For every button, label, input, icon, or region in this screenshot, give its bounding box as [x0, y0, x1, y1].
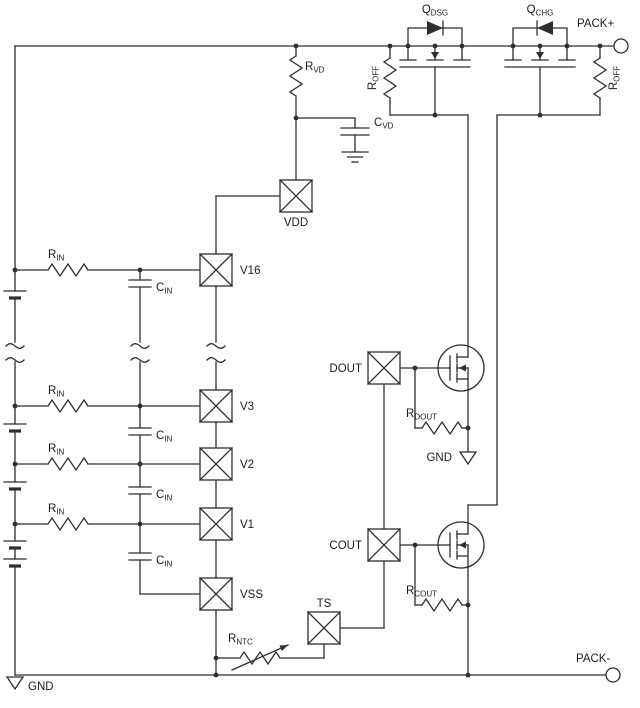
capacitor-c-vd: CVD	[340, 117, 394, 163]
resistor-r-in-1: RIN	[47, 249, 89, 278]
pin-label-ts: TS	[317, 598, 332, 610]
resistor-r-dout: RDOUT	[406, 408, 463, 436]
pin-vss: VSS	[199, 577, 263, 611]
mosfet-cout-driver	[437, 521, 485, 569]
capacitor-c-in-3: CIN	[128, 486, 173, 503]
junction-dots	[12, 43, 603, 678]
resistor-r-cout: RCOUT	[406, 585, 463, 613]
wire-break-icon	[130, 343, 150, 363]
pin-v16: V16	[199, 253, 260, 287]
ntc-arrow-icon	[279, 645, 288, 651]
resistor-r-off-dsg: ROFF	[367, 57, 398, 99]
body-arrow-icon	[459, 541, 466, 549]
r-vd-label: RVD	[305, 61, 325, 75]
r-off-label: ROFF	[608, 66, 622, 90]
resistor-r-in-3: RIN	[47, 443, 89, 472]
pin-dout: DOUT	[329, 351, 401, 385]
mosfet-q-chg: QCHG	[504, 4, 576, 116]
gnd-label: GND	[28, 681, 54, 693]
pin-v1: V1	[199, 507, 254, 541]
body-diode-icon	[407, 20, 463, 47]
capacitor-c-in-2: CIN	[128, 427, 173, 444]
pin-label-v2: V2	[240, 459, 254, 471]
pin-label-v16: V16	[240, 265, 260, 277]
pack-minus-label: PACK-	[576, 653, 610, 665]
r-cout-label: RCOUT	[406, 585, 437, 599]
system-ground: GND	[5, 676, 54, 693]
body-arrow-icon	[459, 364, 466, 372]
c-vd-label: CVD	[374, 117, 394, 131]
r-in-label: RIN	[48, 385, 65, 399]
battery-cell	[3, 540, 27, 550]
battery-cell	[3, 481, 27, 491]
ground-triangle-icon	[458, 451, 478, 466]
pin-v3: V3	[199, 389, 254, 423]
battery-stack	[3, 290, 27, 568]
terminal-circle	[605, 667, 621, 683]
pack-plus-label: PACK+	[577, 18, 614, 30]
r-off-label: ROFF	[367, 66, 381, 90]
capacitor-c-in-1: CIN	[128, 279, 173, 296]
pin-label-v3: V3	[240, 401, 254, 413]
wires	[14, 45, 615, 676]
body-arrow-icon	[431, 52, 439, 59]
r-in-label: RIN	[48, 503, 65, 517]
q-dsg-label: QDSG	[422, 4, 448, 18]
pin-label-vss: VSS	[240, 589, 263, 601]
resistor-r-off-chg: ROFF	[592, 57, 622, 99]
c-in-label: CIN	[156, 489, 173, 503]
gnd-label: GND	[426, 452, 452, 464]
earth-ground-icon	[341, 151, 369, 163]
body-arrow-icon	[536, 52, 544, 59]
battery-cell	[3, 558, 27, 568]
r-dout-label: RDOUT	[406, 408, 437, 422]
r-ntc-label: RNTC	[228, 633, 253, 647]
pack-minus-terminal: PACK-	[576, 653, 621, 683]
pin-label-v1: V1	[240, 519, 254, 531]
wire-break-marks	[5, 343, 226, 363]
pack-plus-terminal: PACK+	[577, 18, 629, 54]
pin-ts: TS	[307, 598, 341, 645]
q-chg-label: QCHG	[527, 4, 554, 18]
resistor-r-vd: RVD	[288, 55, 325, 97]
c-in-label: CIN	[156, 555, 173, 569]
pin-label-vdd: VDD	[284, 217, 308, 229]
c-in-label: CIN	[156, 282, 173, 296]
pin-label-dout: DOUT	[329, 363, 362, 375]
c-in-label: CIN	[156, 430, 173, 444]
battery-cell	[3, 290, 27, 300]
dout-ground: GND	[426, 451, 478, 466]
resistor-r-in-2: RIN	[47, 385, 89, 414]
r-in-label: RIN	[48, 249, 65, 263]
mosfet-dout-driver	[437, 344, 485, 392]
thermistor-r-ntc: RNTC	[228, 633, 289, 671]
terminal-circle	[613, 38, 629, 54]
mosfet-q-dsg: QDSG	[399, 4, 471, 116]
ground-triangle-icon	[5, 676, 25, 691]
pin-vdd: VDD	[279, 179, 313, 229]
battery-cell	[3, 423, 27, 433]
body-diode-icon	[512, 20, 568, 47]
pin-label-cout: COUT	[329, 540, 362, 552]
resistor-r-in-4: RIN	[47, 503, 89, 532]
r-in-label: RIN	[48, 443, 65, 457]
capacitor-c-in-4: CIN	[128, 552, 173, 569]
wire-break-icon	[206, 343, 226, 363]
pin-v2: V2	[199, 447, 254, 481]
wire-break-icon	[5, 343, 25, 363]
pin-cout: COUT	[329, 528, 401, 562]
